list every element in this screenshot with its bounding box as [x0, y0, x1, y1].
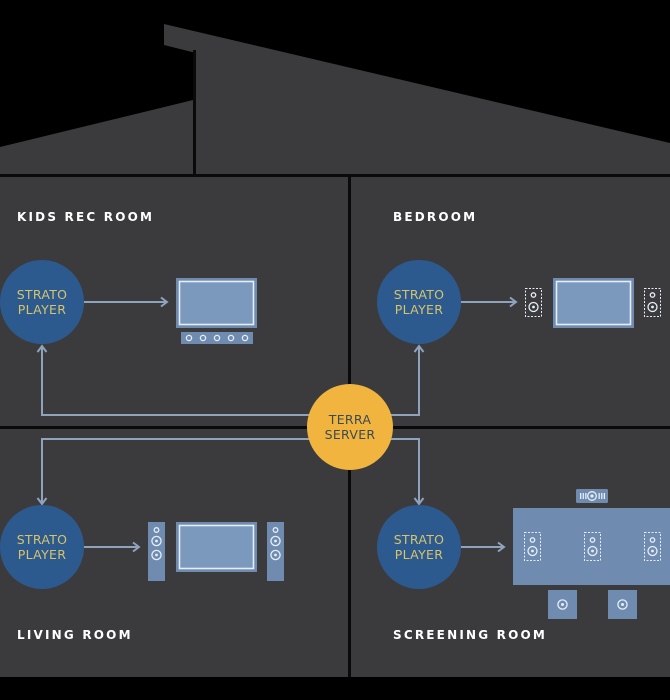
- strato-player-screening-room: [377, 505, 461, 589]
- in-wall-speaker-center-icon: [584, 532, 601, 561]
- player-label-line1: STRATO: [393, 287, 445, 302]
- arrowhead-screening-devices: [497, 541, 506, 553]
- player-label-line1: STRATO: [16, 532, 68, 547]
- connector-server-to-bedroom: [390, 347, 420, 416]
- kids-rec-room-devices: [176, 278, 257, 344]
- tv-icon: [176, 522, 257, 572]
- player-label-screening-room: STRATO PLAYER: [377, 532, 461, 562]
- arrowhead-bedroom-devices: [509, 296, 518, 308]
- room-label-screening-room: SCREENING ROOM: [393, 628, 548, 642]
- left-roof: [0, 100, 193, 176]
- player-label-living-room: STRATO PLAYER: [0, 532, 84, 562]
- living-room-devices: [148, 522, 284, 581]
- connector-server-to-screening-room: [390, 438, 420, 503]
- tower-speaker-left-icon: [148, 522, 165, 581]
- player-label-line2: PLAYER: [17, 547, 67, 562]
- ceiling-wall: [0, 174, 670, 177]
- server-label: TERRA SERVER: [308, 412, 392, 442]
- in-wall-speaker-right-icon: [644, 288, 661, 317]
- arrowhead-living-room: [36, 497, 48, 506]
- in-wall-speaker-left-icon: [524, 532, 541, 561]
- subwoofer-right-icon: [608, 590, 637, 619]
- arrowhead-screening-room: [413, 497, 425, 506]
- in-wall-speaker-right-icon: [644, 532, 661, 561]
- player-label-line1: STRATO: [16, 287, 68, 302]
- tv-icon: [553, 278, 634, 328]
- connector-server-to-living-room: [41, 438, 310, 503]
- arrowhead-living-devices: [132, 541, 141, 553]
- strato-player-kids-rec-room: [0, 260, 84, 344]
- main-roof: [164, 24, 670, 176]
- arrowhead-kids-tv: [160, 296, 169, 308]
- connectors: [36, 296, 518, 553]
- room-label-living-room: LIVING ROOM: [17, 628, 133, 642]
- connector-server-to-kids-rec-room: [41, 347, 310, 416]
- arrowhead-kids-rec-room: [36, 344, 48, 353]
- player-label-line2: PLAYER: [394, 547, 444, 562]
- soundbar-icon: [181, 332, 253, 344]
- server-label-line2: SERVER: [324, 427, 376, 442]
- tower-speaker-right-icon: [267, 522, 284, 581]
- player-label-line1: STRATO: [393, 532, 445, 547]
- arrowhead-bedroom: [413, 344, 425, 353]
- player-label-kids-rec-room: STRATO PLAYER: [0, 287, 84, 317]
- bedroom-devices: [525, 278, 661, 328]
- player-label-line2: PLAYER: [394, 302, 444, 317]
- projector-icon: [576, 489, 608, 505]
- tv-icon: [176, 278, 257, 328]
- strato-player-living-room: [0, 505, 84, 589]
- player-label-line2: PLAYER: [17, 302, 67, 317]
- server-label-line1: TERRA: [328, 412, 372, 427]
- strato-player-bedroom: [377, 260, 461, 344]
- subwoofer-left-icon: [548, 590, 577, 619]
- room-label-kids-rec-room: KIDS REC ROOM: [17, 210, 155, 224]
- player-label-bedroom: STRATO PLAYER: [377, 287, 461, 317]
- terra-server: [307, 384, 393, 470]
- roof-divider-wall: [193, 50, 196, 176]
- in-wall-speaker-left-icon: [525, 288, 542, 317]
- screening-room-devices: [513, 489, 670, 619]
- room-label-bedroom: BEDROOM: [393, 210, 478, 224]
